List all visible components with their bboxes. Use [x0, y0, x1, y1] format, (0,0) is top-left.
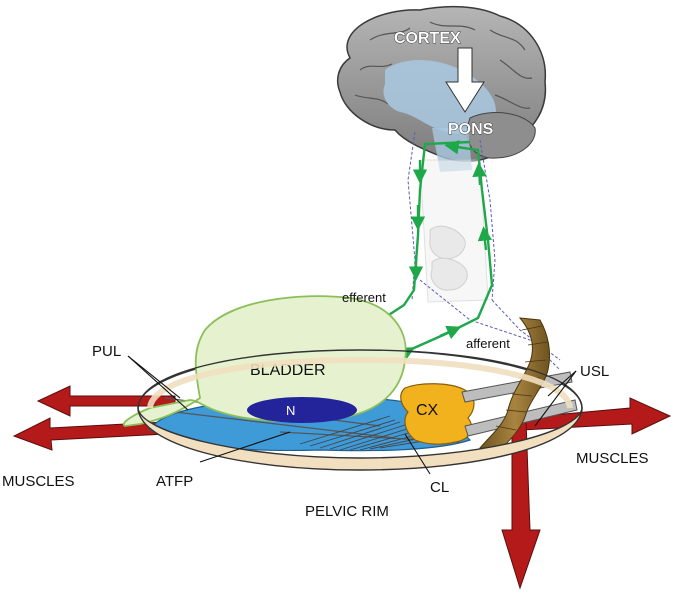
pelvic-rim-front — [137, 407, 583, 471]
cl-leader — [404, 433, 431, 475]
bladder-body — [122, 295, 407, 427]
efferent-label: efferent — [342, 290, 386, 305]
pelvic-rim-top-edge — [137, 349, 583, 409]
muscles-right-label: MUSCLES — [576, 450, 649, 467]
usl-leader-2 — [534, 370, 577, 427]
cervix-shape — [400, 383, 475, 445]
pul-leader-2 — [127, 355, 181, 399]
cardinal-ligament — [299, 415, 431, 451]
pul-leader-1 — [127, 355, 189, 411]
bladder-n-label: N — [286, 403, 295, 418]
pons-label: PONS — [448, 121, 494, 138]
cervix: CX — [400, 383, 475, 445]
cerebellum — [466, 112, 536, 159]
muscle-arrow-right — [519, 397, 672, 435]
cl-label: CL — [430, 479, 449, 496]
cx-label: CX — [416, 402, 439, 419]
brain-gyri — [354, 21, 533, 109]
atfp-leader — [199, 431, 291, 463]
afferent-label: afferent — [466, 336, 510, 351]
spinal-cord — [419, 159, 489, 303]
brain: CORTEX PONS — [337, 5, 547, 172]
efferent-path — [373, 140, 471, 326]
usl-label: USL — [580, 363, 609, 380]
pelvic-rim-label: PELVIC RIM — [305, 503, 389, 520]
cortex-label: CORTEX — [394, 30, 461, 47]
usl-n-label: N — [494, 402, 503, 417]
muscle-arrow-down — [501, 419, 541, 590]
pul-label: PUL — [92, 343, 121, 360]
usl-leader-1 — [547, 370, 577, 397]
leader-lines — [127, 355, 577, 475]
cortex-to-pons-arrow — [445, 47, 485, 113]
atfp-label: ATFP — [156, 473, 193, 490]
muscles-left-label: MUSCLES — [2, 473, 75, 490]
bladder-neck-nerve — [247, 397, 357, 423]
